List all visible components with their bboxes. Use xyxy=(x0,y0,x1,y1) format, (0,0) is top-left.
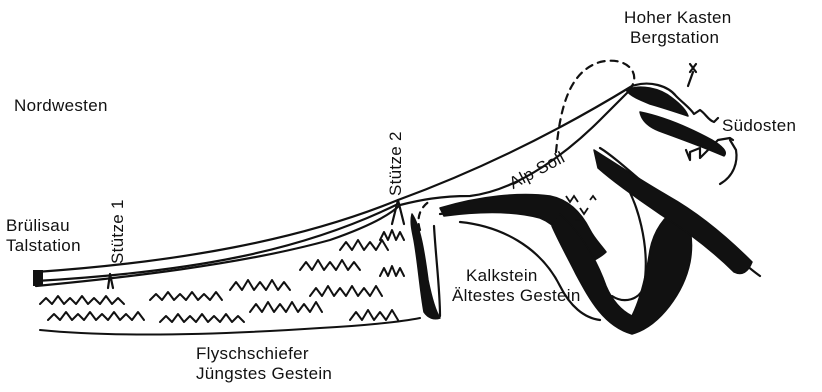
valley-station-label: Brülisau Talstation xyxy=(6,216,81,256)
fold-line-2 xyxy=(434,226,440,316)
cable-rope-lower xyxy=(36,204,398,281)
flysch-lines-8 xyxy=(310,286,382,296)
flysch-lines-4 xyxy=(160,314,244,322)
valley-station-line2: Talstation xyxy=(6,236,81,256)
summit-cross xyxy=(688,64,696,86)
flysch-lines-3 xyxy=(150,292,222,300)
limestone-label: Kalkstein Ältestes Gestein xyxy=(452,266,581,306)
fold-line-6 xyxy=(720,140,736,184)
southeast-label: Südosten xyxy=(722,116,796,136)
limestone-left-wall xyxy=(411,214,440,319)
flysch-lines-1 xyxy=(40,296,124,304)
mountain-station-line2: Bergstation xyxy=(624,28,732,48)
flysch-lines-5 xyxy=(230,280,290,290)
flysch-lines-6 xyxy=(250,302,322,312)
eroded-fold-dashed-2 xyxy=(419,200,433,230)
support-2-label: Stütze 2 xyxy=(386,131,406,196)
mountain-station-line1: Hoher Kasten xyxy=(624,8,732,28)
flysch-label: Flyschschiefer Jüngstes Gestein xyxy=(196,344,332,384)
flysch-lines-9 xyxy=(340,240,388,250)
flysch-lines-11 xyxy=(380,230,404,240)
eroded-fold-dashed xyxy=(556,61,634,152)
flysch-lines-12 xyxy=(380,266,404,276)
flysch-lines-7 xyxy=(300,260,360,270)
flysch-lines-2 xyxy=(48,312,144,320)
limestone-line1: Kalkstein xyxy=(452,266,581,286)
mountain-station-label: Hoher Kasten Bergstation xyxy=(624,8,732,48)
support-1-label: Stütze 1 xyxy=(108,199,128,264)
valley-station-line1: Brülisau xyxy=(6,216,81,236)
flysch-line1: Flyschschiefer xyxy=(196,344,332,364)
limestone-cap xyxy=(626,87,688,116)
northwest-label: Nordwesten xyxy=(14,96,108,116)
limestone-line2: Ältestes Gestein xyxy=(452,286,581,306)
flysch-lines-10 xyxy=(350,310,398,320)
valley-station-block xyxy=(33,270,43,286)
flysch-line2: Jüngstes Gestein xyxy=(196,364,332,384)
limestone-cap-band xyxy=(640,112,725,156)
